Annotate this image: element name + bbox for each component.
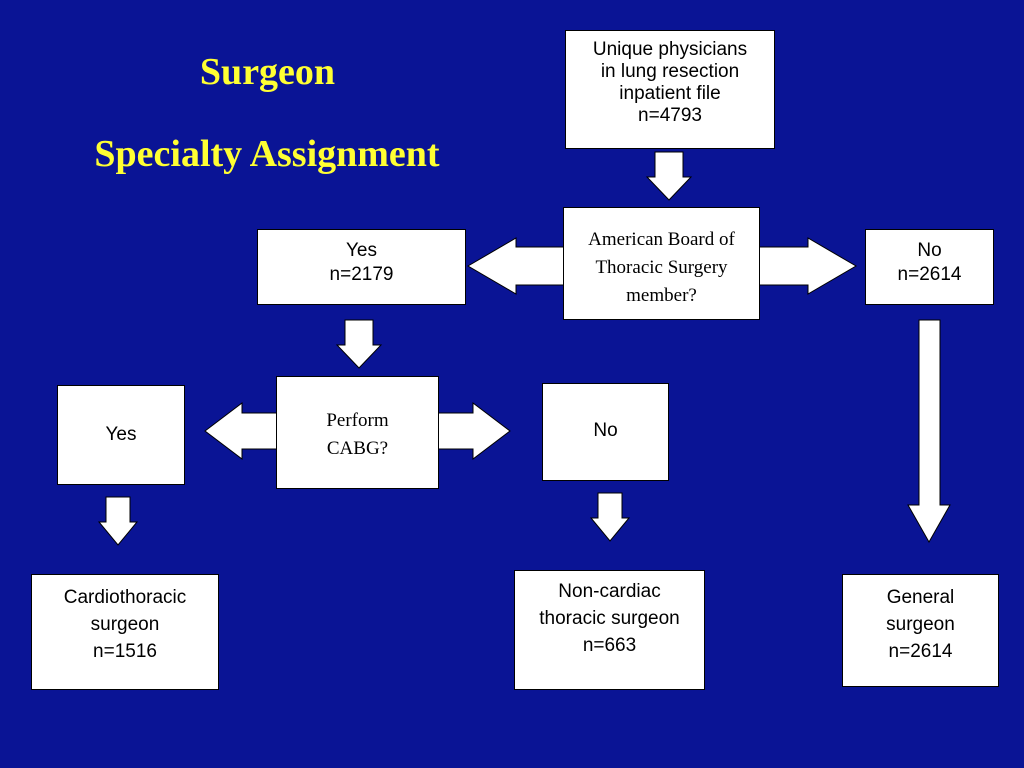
no-top-count: n=2614: [897, 264, 962, 285]
noncardiac-line-3: n=663: [582, 635, 637, 656]
cardiothoracic-line-1: Cardiothoracic: [63, 587, 187, 608]
title-line-2: Specialty Assignment: [94, 133, 440, 175]
unique-line-3: inpatient file: [619, 83, 721, 104]
abts-member-box: American Board of Thoracic Surgery membe…: [563, 207, 760, 320]
cabg-line-2: CABG?: [326, 438, 389, 459]
yes-top-label: Yes: [346, 240, 377, 261]
yes-cabg-label: Yes: [105, 424, 137, 445]
down-arrow-no: [907, 319, 951, 544]
no-cabg-box: No: [542, 383, 669, 481]
abts-line-2: Thoracic Surgery: [595, 257, 728, 278]
unique-line-4: n=4793: [638, 105, 702, 126]
abts-line-1: American Board of: [588, 229, 735, 250]
no-top-box: No n=2614: [865, 229, 994, 305]
cabg-line-1: Perform: [326, 410, 389, 431]
no-top-label: No: [917, 240, 942, 261]
down-arrow-no-cabg: [589, 492, 631, 542]
cardiothoracic-line-2: surgeon: [90, 614, 160, 635]
general-surgeon-box: General surgeon n=2614: [842, 574, 999, 687]
cabg-box: Perform CABG?: [276, 376, 439, 489]
general-line-3: n=2614: [888, 641, 953, 662]
noncardiac-line-1: Non-cardiac: [558, 581, 661, 602]
unique-physicians-box: Unique physicians in lung resection inpa…: [565, 30, 775, 149]
general-line-2: surgeon: [886, 614, 955, 635]
cardiothoracic-line-3: n=1516: [93, 641, 157, 662]
unique-line-2: in lung resection: [600, 61, 740, 82]
noncardiac-line-2: thoracic surgeon: [539, 608, 680, 629]
unique-line-1: Unique physicians: [592, 39, 748, 60]
title-line-1: Surgeon: [199, 51, 336, 93]
abts-line-3: member?: [626, 285, 697, 306]
yes-top-box: Yes n=2179: [257, 229, 466, 305]
cardiothoracic-box: Cardiothoracic surgeon n=1516: [31, 574, 219, 690]
no-cabg-label: No: [593, 420, 618, 441]
yes-top-count: n=2179: [329, 264, 394, 285]
yes-cabg-box: Yes: [57, 385, 185, 485]
down-arrow-yes: [335, 319, 383, 369]
noncardiac-box: Non-cardiac thoracic surgeon n=663: [514, 570, 705, 690]
down-arrow-top: [645, 151, 693, 201]
general-line-1: General: [886, 587, 955, 608]
down-arrow-yes-cabg: [97, 496, 139, 546]
